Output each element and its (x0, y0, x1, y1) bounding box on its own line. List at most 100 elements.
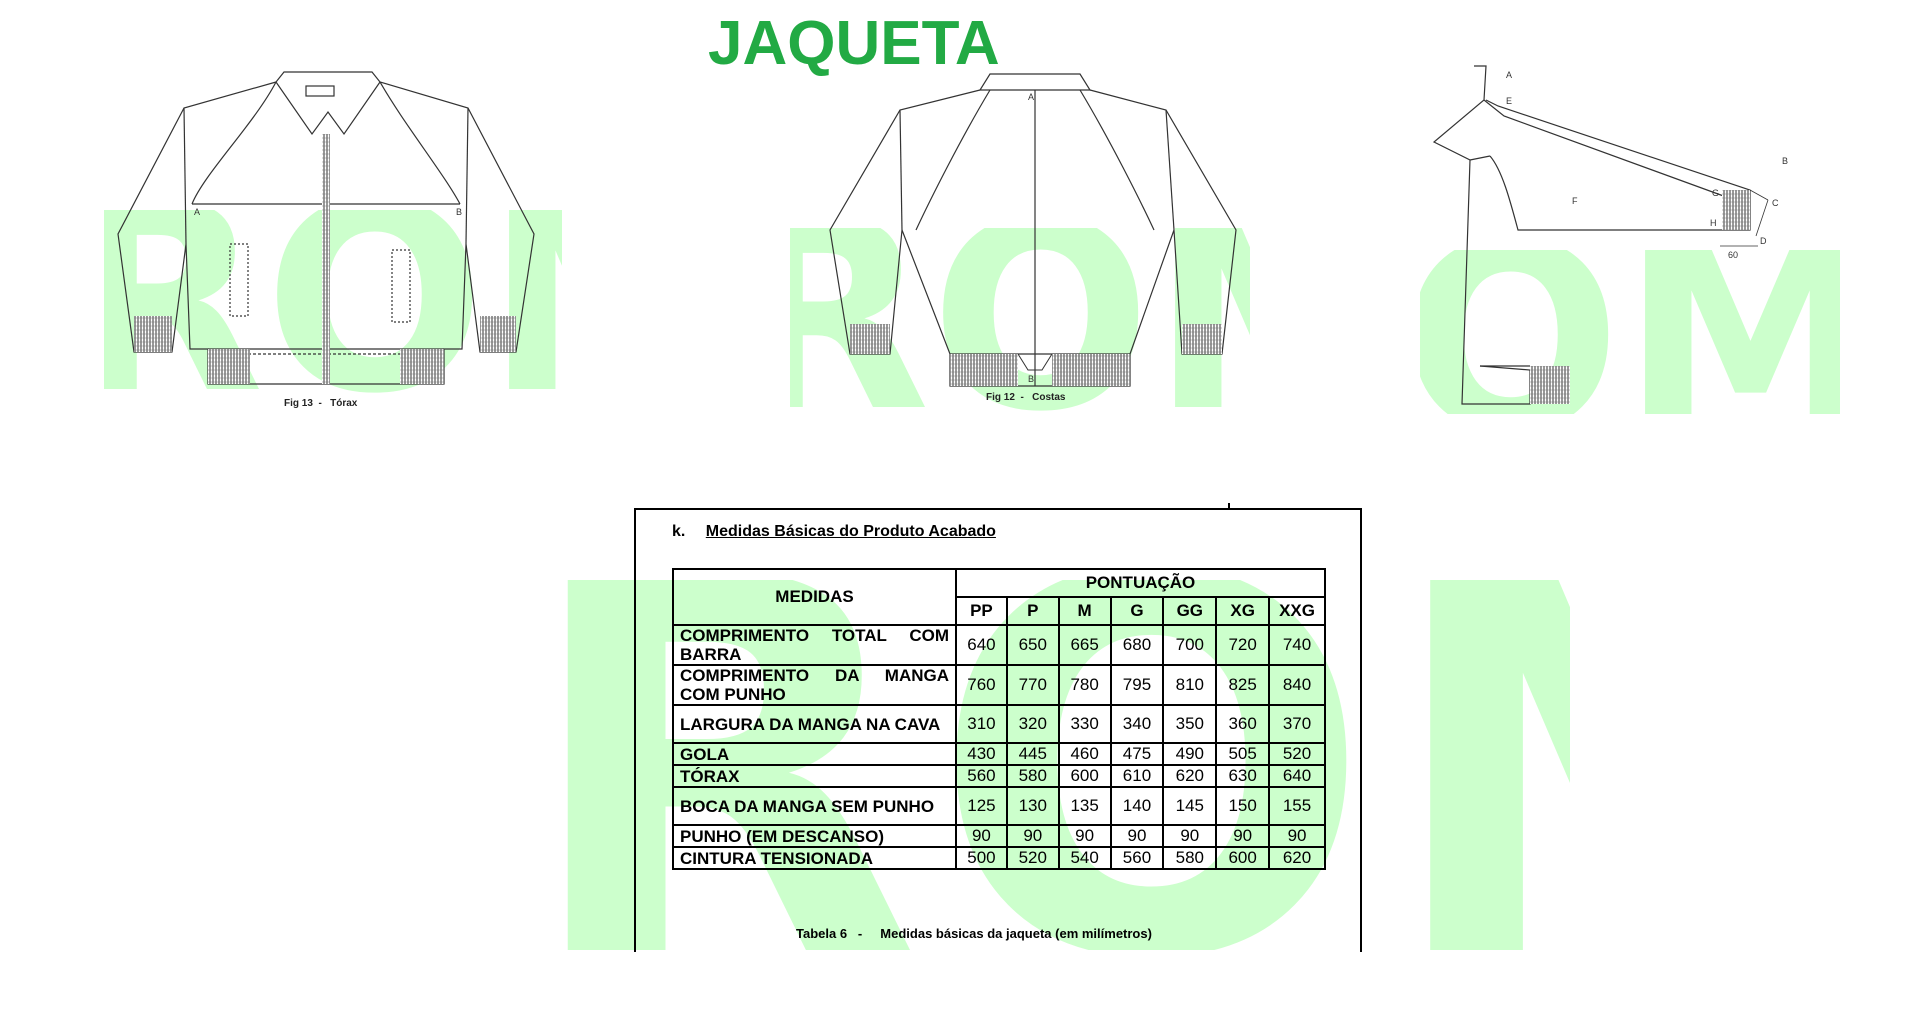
section-heading: k. Medidas Básicas do Produto Acabado (672, 523, 996, 541)
side-label-f: F (1572, 196, 1578, 206)
back-label-a: A (1028, 92, 1034, 102)
size-header-p: P (1005, 596, 1060, 626)
value-cell: 130 (1005, 786, 1060, 826)
value-cell: 665 (1057, 624, 1112, 666)
front-label-b: B (456, 207, 462, 217)
value-cell: 610 (1109, 764, 1165, 788)
value-cell: 140 (1109, 786, 1165, 826)
value-cell: 135 (1057, 786, 1112, 826)
value-cell: 760 (955, 664, 1008, 706)
value-cell: 650 (1005, 624, 1060, 666)
side-label-h: H (1710, 218, 1717, 228)
side-label-c: C (1772, 198, 1779, 208)
value-cell: 310 (955, 704, 1008, 744)
value-cell: 720 (1215, 624, 1271, 666)
value-cell: 490 (1162, 742, 1218, 766)
value-cell: 540 (1057, 846, 1112, 870)
size-header-xxg: XXG (1268, 596, 1326, 626)
jacket-back-figure: A B Fig 12 - Costas (790, 70, 1250, 414)
side-label-g: G (1712, 188, 1719, 198)
row-label: COMPRIMENTO TOTAL COM BARRA (671, 624, 958, 666)
value-cell: 620 (1268, 846, 1326, 870)
table-caption: Tabela 6 - Medidas básicas da jaqueta (e… (796, 926, 1152, 941)
value-cell: 840 (1268, 664, 1326, 706)
jacket-side-drawing: A E B F G H C D 60 (1432, 65, 1788, 405)
size-header-xg: XG (1215, 596, 1271, 626)
value-cell: 640 (1268, 764, 1326, 788)
value-cell: 560 (955, 764, 1008, 788)
row-label: TÓRAX (671, 764, 958, 788)
value-cell: 620 (1162, 764, 1218, 788)
value-cell: 700 (1162, 624, 1218, 666)
row-label: PUNHO (EM DESCANSO) (671, 824, 958, 848)
value-cell: 505 (1215, 742, 1271, 766)
value-cell: 90 (955, 824, 1008, 848)
back-label-b: B (1028, 374, 1034, 384)
value-cell: 580 (1162, 846, 1218, 870)
value-cell: 90 (1268, 824, 1326, 848)
side-dimension-60: 60 (1728, 250, 1738, 260)
jacket-side-figure: A E B F G H C D 60 (1420, 60, 1840, 414)
value-cell: 125 (955, 786, 1008, 826)
value-cell: 90 (1215, 824, 1271, 848)
value-cell: 520 (1005, 846, 1060, 870)
value-cell: 155 (1268, 786, 1326, 826)
value-cell: 825 (1215, 664, 1271, 706)
side-label-d: D (1760, 236, 1767, 246)
section-title: Medidas Básicas do Produto Acabado (705, 523, 996, 540)
size-header-m: M (1057, 596, 1112, 626)
header-pontuacao: PONTUAÇÃO (955, 568, 1326, 598)
jacket-front-drawing: A B (117, 71, 535, 385)
value-cell: 795 (1109, 664, 1165, 706)
row-label: COMPRIMENTO DA MANGA COM PUNHO (671, 664, 958, 706)
front-caption: Fig 13 - Tórax (284, 398, 358, 409)
row-label: LARGURA DA MANGA NA CAVA (671, 704, 958, 744)
value-cell: 370 (1268, 704, 1326, 744)
jacket-front-figure: A B Fig 13 - Tórax (104, 64, 564, 414)
value-cell: 320 (1005, 704, 1060, 744)
value-cell: 460 (1057, 742, 1112, 766)
value-cell: 350 (1162, 704, 1218, 744)
value-cell: 810 (1162, 664, 1218, 706)
value-cell: 150 (1215, 786, 1271, 826)
value-cell: 90 (1109, 824, 1165, 848)
value-cell: 600 (1215, 846, 1271, 870)
side-label-a: A (1506, 70, 1512, 80)
value-cell: 500 (955, 846, 1008, 870)
value-cell: 780 (1057, 664, 1112, 706)
size-header-gg: GG (1162, 596, 1218, 626)
value-cell: 580 (1005, 764, 1060, 788)
value-cell: 600 (1057, 764, 1112, 788)
frame-left-rule (634, 508, 636, 952)
frame-right-rule (1360, 508, 1362, 952)
value-cell: 640 (955, 624, 1008, 666)
value-cell: 520 (1268, 742, 1326, 766)
back-caption: Fig 12 - Costas (986, 392, 1066, 403)
value-cell: 475 (1109, 742, 1165, 766)
value-cell: 630 (1215, 764, 1271, 788)
size-header-g: G (1109, 596, 1165, 626)
value-cell: 770 (1005, 664, 1060, 706)
value-cell: 340 (1109, 704, 1165, 744)
header-medidas: MEDIDAS (671, 568, 958, 626)
row-label: BOCA DA MANGA SEM PUNHO (671, 786, 958, 826)
row-label: GOLA (671, 742, 958, 766)
page-title: JAQUETA (708, 9, 1000, 78)
jacket-back-drawing: A B (829, 73, 1237, 387)
watermark-back: ROMID (790, 228, 1250, 414)
front-label-a: A (194, 207, 200, 217)
value-cell: 90 (1057, 824, 1112, 848)
value-cell: 560 (1109, 846, 1165, 870)
frame-top-rule (634, 508, 1362, 510)
section-number: k. (672, 523, 686, 540)
value-cell: 430 (955, 742, 1008, 766)
size-header-pp: PP (955, 596, 1008, 626)
